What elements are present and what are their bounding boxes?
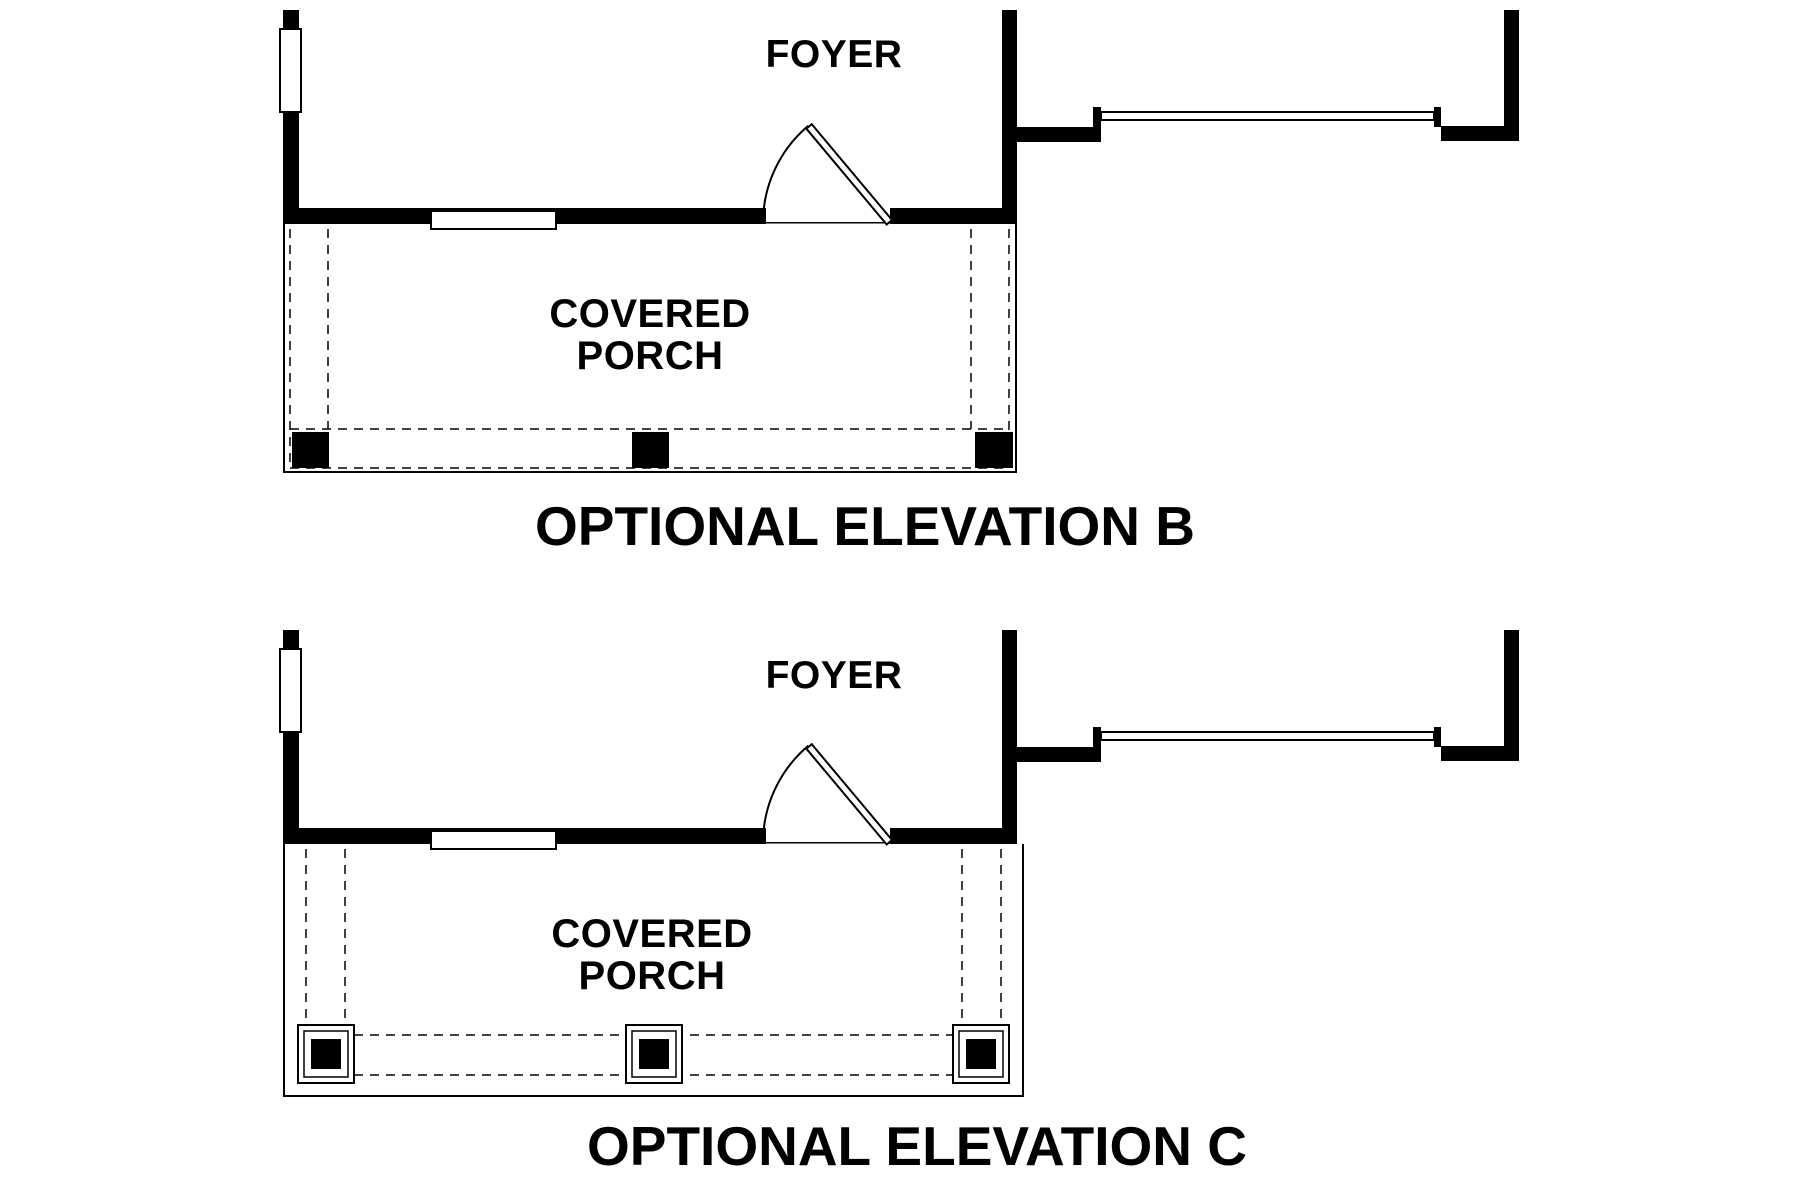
door-leaf-inner — [807, 745, 891, 844]
door-swing-arc — [762, 124, 810, 224]
left-wall-window — [279, 648, 302, 733]
room-label-covered-porch-b: COVERED PORCH — [549, 292, 751, 379]
porch-roof-dashed-lines — [305, 849, 1002, 1076]
porch-post-solid — [975, 432, 1013, 468]
door-opening — [766, 207, 890, 225]
right-wing-wall-left — [1017, 127, 1101, 142]
front-wall-window — [430, 830, 557, 850]
porch-outline — [283, 224, 1017, 473]
right-wall — [1504, 630, 1519, 761]
wide-window-double-line — [1100, 111, 1435, 121]
right-wing-wall-left — [1017, 747, 1101, 762]
window-jamb-right — [1434, 107, 1441, 127]
window-jamb-left — [1093, 727, 1101, 747]
porch-post-boxed — [952, 1024, 1010, 1084]
foyer-right-wall — [1002, 630, 1017, 844]
porch-post-solid — [632, 432, 669, 468]
room-label-foyer-c: FOYER — [765, 654, 903, 697]
left-wall — [283, 732, 299, 844]
door-swing-arc — [762, 744, 810, 844]
right-wall — [1504, 10, 1519, 141]
porch-post-boxed — [297, 1024, 355, 1084]
porch-post-solid — [292, 432, 329, 468]
left-wall-stub — [283, 630, 299, 649]
left-wall-stub — [283, 10, 299, 29]
room-label-foyer-b: FOYER — [765, 33, 903, 76]
right-wing-wall-right — [1441, 126, 1519, 141]
foyer-front-wall — [283, 828, 1017, 844]
window-jamb-left — [1093, 107, 1101, 127]
window-jamb-right — [1434, 727, 1441, 747]
foyer-front-wall — [283, 208, 1017, 224]
front-wall-window — [430, 210, 557, 230]
wide-window-double-line — [1100, 731, 1435, 741]
left-wall — [283, 112, 299, 224]
door-leaf-inner — [807, 125, 891, 224]
plan-elevation-c — [279, 630, 1519, 1097]
porch-post-boxed — [625, 1024, 683, 1084]
porch-outline — [283, 844, 1024, 1097]
left-wall-window — [279, 28, 302, 113]
door-opening — [766, 827, 890, 845]
plan-elevation-b — [279, 10, 1519, 473]
plan-title-elevation-c: OPTIONAL ELEVATION C — [586, 1115, 1248, 1177]
plan-title-elevation-b: OPTIONAL ELEVATION B — [534, 495, 1196, 557]
right-wing-wall-right — [1441, 746, 1519, 761]
room-label-covered-porch-c: COVERED PORCH — [551, 912, 753, 999]
foyer-right-wall — [1002, 10, 1017, 224]
